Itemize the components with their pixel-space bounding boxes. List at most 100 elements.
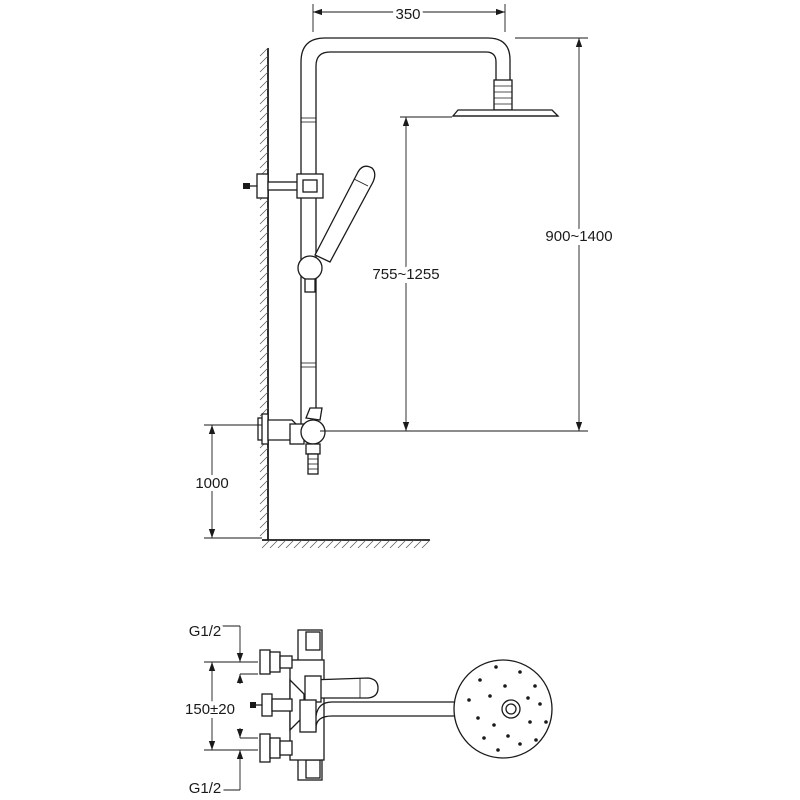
hatch-line [259,159,269,169]
hatch-line [259,87,269,97]
thread-bottom-label: G1/2 [189,780,222,797]
hatch-line [397,539,407,549]
hatch-line [259,319,269,329]
hatch-line [259,471,269,481]
shower-column-pipe [300,37,511,429]
hatch-line [259,55,269,65]
hatch-line [259,383,269,393]
hatch-line [293,539,303,549]
hatch-line [259,479,269,489]
floor-hatching [261,539,431,549]
hatch-line [259,391,269,401]
hatch-line [259,119,269,129]
slide-range-label: 755~1255 [372,266,439,283]
hatch-line [259,399,269,409]
middle-inlet-plan [250,693,293,717]
hatch-line [259,47,269,57]
hatch-line [259,103,269,113]
hatch-line [259,519,269,529]
hatch-line [261,539,271,549]
thread-top-label: G1/2 [189,623,222,640]
dimension-column-height: 900~1400 [320,37,617,432]
dimension-arm-reach: 350 [312,3,506,32]
hatch-line [259,527,269,537]
hatch-line [259,287,269,297]
hatch-line [259,359,269,369]
hatch-line [259,279,269,289]
floor [261,539,431,549]
hatch-line [259,95,269,105]
hatch-line [259,223,269,233]
hatch-line [259,215,269,225]
hatch-line [333,539,343,549]
wall-hatching [259,47,269,537]
hatch-line [259,351,269,361]
column-height-label: 900~1400 [545,228,612,245]
hatch-line [413,539,423,549]
hatch-line [259,311,269,321]
hatch-line [277,539,287,549]
hatch-line [365,539,375,549]
hatch-line [259,143,269,153]
wall [259,47,269,540]
hatch-line [259,495,269,505]
hatch-line [259,375,269,385]
lower-inlet-plan [259,733,293,763]
inlet-spacing-label: 150±20 [185,701,235,718]
hatch-line [259,367,269,377]
arm-plan [299,699,511,733]
hatch-line [259,207,269,217]
hatch-line [259,303,269,313]
hatch-line [259,335,269,345]
hatch-line [259,343,269,353]
hatch-line [309,539,319,549]
rain-head-plan [453,659,553,759]
hatch-line [285,539,295,549]
hatch-line [259,295,269,305]
hatch-line [259,271,269,281]
hatch-line [259,71,269,81]
rain-shower-head [451,109,560,117]
hatch-line [301,539,311,549]
hatch-line [421,539,431,549]
hatch-line [381,539,391,549]
hatch-line [259,327,269,337]
hatch-line [405,539,415,549]
hand-shower [314,165,376,263]
hatch-line [259,455,269,465]
hatch-line [259,239,269,249]
mount-height-label: 1000 [195,475,228,492]
plan-view: G1/2 150±20 G1/2 [181,620,553,800]
hatch-line [259,447,269,457]
hatch-line [259,111,269,121]
hatch-line [259,63,269,73]
upper-inlet-plan [259,649,293,675]
hatch-line [259,487,269,497]
nozzle-dots [467,665,548,752]
hatch-line [357,539,367,549]
hatch-line [317,539,327,549]
head-connector [493,79,513,111]
hatch-line [259,135,269,145]
hatch-line [259,463,269,473]
hatch-line [259,127,269,137]
hatch-line [373,539,383,549]
hatch-line [259,79,269,89]
hatch-line [259,511,269,521]
hatch-line [259,407,269,417]
hatch-line [259,247,269,257]
hand-shower-plan [304,675,379,703]
hatch-line [259,255,269,265]
sliding-holder [297,255,323,293]
hatch-line [325,539,335,549]
arm-reach-label: 350 [395,6,420,23]
hatch-line [259,199,269,209]
hatch-line [349,539,359,549]
upper-wall-bracket [243,173,324,199]
hatch-line [259,503,269,513]
hatch-line [269,539,279,549]
hatch-line [259,263,269,273]
hatch-line [259,151,269,161]
dimension-mount-height: 1000 [191,424,262,539]
